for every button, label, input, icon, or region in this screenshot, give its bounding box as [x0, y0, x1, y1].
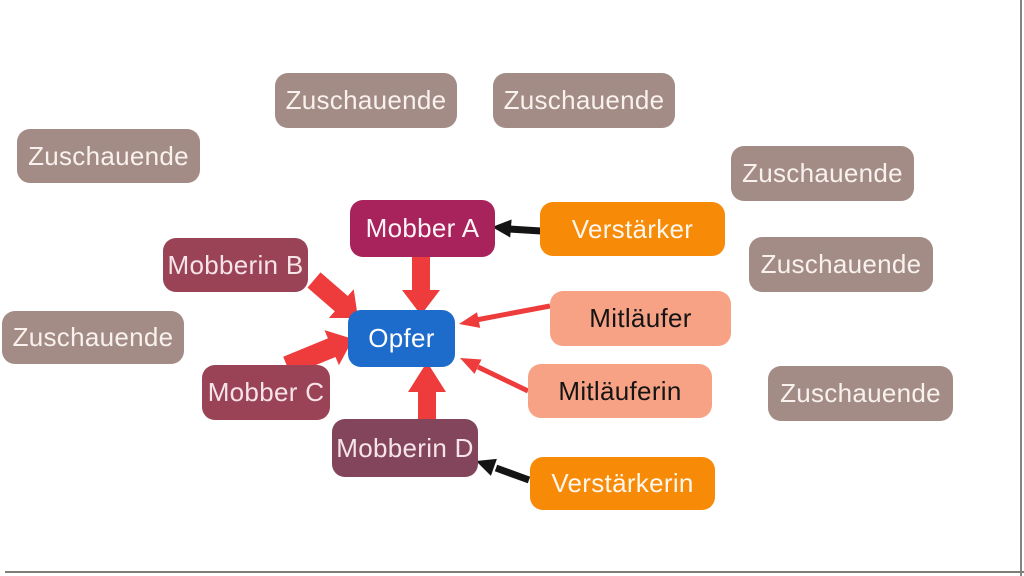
node-mobberin-d: Mobberin D — [332, 419, 478, 477]
node-mobber-a: Mobber A — [350, 200, 495, 257]
node-mobberin-b: Mobberin B — [163, 238, 308, 292]
arrow-mitlaeufer-head — [459, 312, 481, 328]
arrow-mobberin-d-to-opfer — [408, 362, 446, 419]
bystander-box: Zuschauende — [17, 129, 200, 183]
bystander-box: Zuschauende — [768, 366, 953, 421]
node-mitlaeufer: Mitläufer — [550, 291, 731, 346]
bottom-edge-line — [5, 571, 1024, 573]
arrow-verstaerker-line — [508, 225, 542, 235]
bystander-box: Zuschauende — [275, 73, 457, 128]
node-verstaerker: Verstärker — [540, 202, 725, 256]
bystander-box: Zuschauende — [731, 146, 914, 201]
node-mobber-c: Mobber C — [202, 365, 330, 420]
arrow-mobber-a-to-opfer — [402, 257, 440, 315]
right-edge-line — [1020, 0, 1022, 576]
bystander-box: Zuschauende — [493, 73, 675, 128]
node-verstaerkerin: Verstärkerin — [530, 457, 715, 510]
arrow-mitlaeuferin-line — [476, 364, 530, 394]
node-mitlaeuferin: Mitläuferin — [528, 364, 712, 418]
bystander-box: Zuschauende — [2, 311, 184, 364]
arrow-verstaerkerin-head — [476, 458, 497, 476]
arrow-mitlaeufer-line — [475, 303, 551, 323]
arrow-verstaerkerin-line — [494, 464, 531, 484]
arrow-mobberin-b-to-opfer — [307, 272, 358, 318]
bystander-box: Zuschauende — [749, 237, 933, 292]
arrow-mitlaeuferin-head — [460, 358, 482, 374]
node-opfer: Opfer — [348, 310, 455, 367]
